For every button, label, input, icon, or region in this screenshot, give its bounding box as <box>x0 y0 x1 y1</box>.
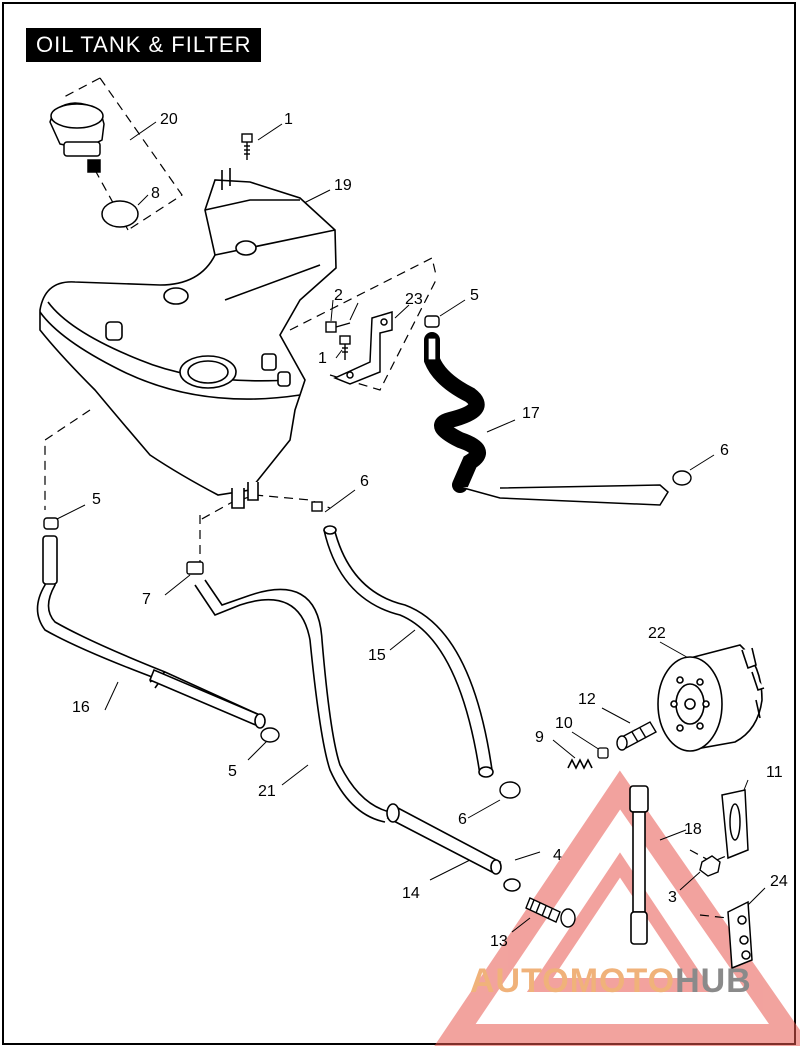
callout-1-upper: 1 <box>284 111 293 128</box>
clamp <box>43 517 59 530</box>
callout-19: 19 <box>334 177 352 194</box>
callout-20: 20 <box>160 111 178 128</box>
watermark-text: AUTOMOTOHUB <box>470 962 752 1001</box>
hex-nut <box>699 855 721 877</box>
clamp <box>499 781 521 799</box>
callout-5-bottom: 5 <box>228 763 237 780</box>
hose-vent-line <box>424 332 669 506</box>
fitting <box>186 561 204 575</box>
mounting-bracket <box>333 310 393 385</box>
hose-bracket-comb <box>727 900 753 970</box>
bolt-bracket <box>325 321 351 333</box>
drain-tube <box>386 803 502 875</box>
callout-11: 11 <box>766 764 783 781</box>
callout-2: 2 <box>334 287 343 304</box>
callout-9: 9 <box>535 729 544 746</box>
filter-adapter <box>616 721 657 751</box>
hose-return-line <box>36 535 266 729</box>
callout-10: 10 <box>555 715 573 732</box>
o-ring <box>101 200 139 228</box>
hose-drain-line <box>323 525 494 778</box>
clamp <box>424 315 440 328</box>
callout-16: 16 <box>72 699 90 716</box>
oil-tank <box>39 168 337 509</box>
callout-7: 7 <box>142 591 151 608</box>
hose-clamps <box>43 315 692 799</box>
callout-14: 14 <box>402 885 420 902</box>
callout-21: 21 <box>258 783 276 800</box>
callout-12: 12 <box>578 691 596 708</box>
drain-plug <box>525 897 576 928</box>
clamp <box>260 727 280 743</box>
check-valve-spring <box>567 758 593 770</box>
watermark-triangle-inner <box>526 852 714 992</box>
drain-clamp <box>503 878 521 892</box>
leader-lines <box>54 121 766 933</box>
callout-8: 8 <box>151 185 160 202</box>
callout-labels: 1 1 2 3 4 5 5 5 6 6 6 7 8 9 10 11 12 13 … <box>72 111 788 950</box>
braided-hose-assembly <box>629 785 649 945</box>
check-valve-plug <box>597 747 609 759</box>
callout-15: 15 <box>368 647 386 664</box>
callout-3: 3 <box>668 889 677 906</box>
callout-1-lower: 1 <box>318 350 327 367</box>
callout-23: 23 <box>405 291 423 308</box>
watermark-part2: HUB <box>675 962 752 1000</box>
callout-22: 22 <box>648 625 666 642</box>
hose-clip <box>721 789 749 860</box>
bolt-upper <box>241 133 253 160</box>
hose-feed-line <box>194 579 391 823</box>
diagram-title: OIL TANK & FILTER <box>26 28 262 62</box>
clamp <box>672 470 692 486</box>
callout-5-left: 5 <box>92 491 101 508</box>
callout-6-middle: 6 <box>360 473 369 490</box>
callout-13: 13 <box>490 933 508 950</box>
oil-tank-cap-dipstick <box>49 102 105 173</box>
callout-18: 18 <box>684 821 702 838</box>
watermark-part1: AUTOMOTO <box>470 962 676 1000</box>
callout-24: 24 <box>770 873 788 890</box>
bolt-lower <box>339 335 351 360</box>
clamp <box>311 501 323 512</box>
callout-5-top: 5 <box>470 287 479 304</box>
oil-filter <box>657 644 765 752</box>
callout-17: 17 <box>522 405 540 422</box>
callout-4: 4 <box>553 847 562 864</box>
callout-6-bottom: 6 <box>458 811 467 828</box>
callout-6-right: 6 <box>720 442 729 459</box>
